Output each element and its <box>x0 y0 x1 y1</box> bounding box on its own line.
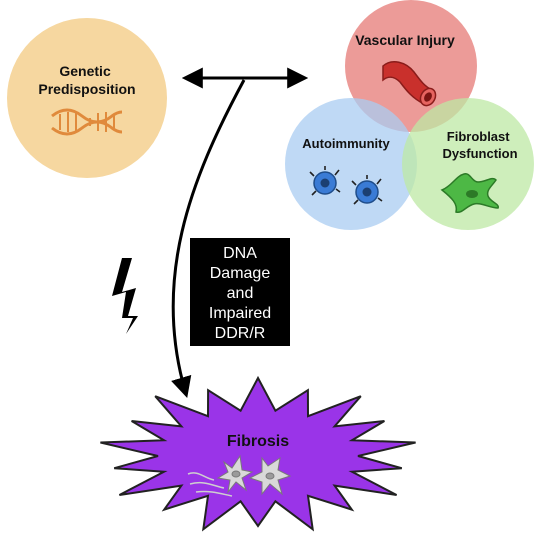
genetic-label-line2: Predisposition <box>38 81 135 97</box>
dna-label-line1: DNA <box>223 245 257 262</box>
blood-vessel-icon <box>382 60 437 107</box>
fibrosis-node: Fibrosis <box>100 375 416 532</box>
genetic-node: Genetic Predisposition <box>7 18 167 178</box>
fibrosis-star <box>100 375 416 532</box>
venn-diagram: Vascular Injury Autoimmunity Fibroblast … <box>285 0 534 230</box>
dna-label-line3: and <box>226 285 254 302</box>
curved-arrow <box>171 79 246 399</box>
fibroblast-label-line1: Fibroblast <box>447 129 511 144</box>
lightning-bolt-icon <box>112 258 138 334</box>
dna-label-line5: DDR/R <box>214 325 266 342</box>
svg-text:Fibroblast Dysfunction: Fibroblast Dysfunction <box>442 129 517 161</box>
autoimmunity-label: Autoimmunity <box>302 136 390 151</box>
dna-helix-icon <box>51 108 123 136</box>
myofibroblast-cells-icon <box>187 454 292 497</box>
genetic-label-line1: Genetic <box>59 63 111 79</box>
fibroblast-circle <box>402 98 534 230</box>
dna-label-line2: Damage <box>209 265 271 282</box>
fibroblast-cell-icon <box>440 173 499 214</box>
vascular-circle <box>345 0 477 132</box>
fibroblast-label-line2: Dysfunction <box>442 146 517 161</box>
svg-text:Genetic Predisposition: Genetic Predisposition <box>38 63 135 97</box>
dna-label-line4: Impaired <box>208 305 272 322</box>
immune-cell-icon <box>309 166 383 205</box>
genetic-circle <box>7 18 167 178</box>
autoimmunity-circle <box>285 98 417 230</box>
dna-damage-box: DNA Damage and Impaired DDR/R <box>190 238 290 346</box>
vascular-label: Vascular Injury <box>355 32 455 48</box>
fibrosis-label: Fibrosis <box>227 433 289 450</box>
